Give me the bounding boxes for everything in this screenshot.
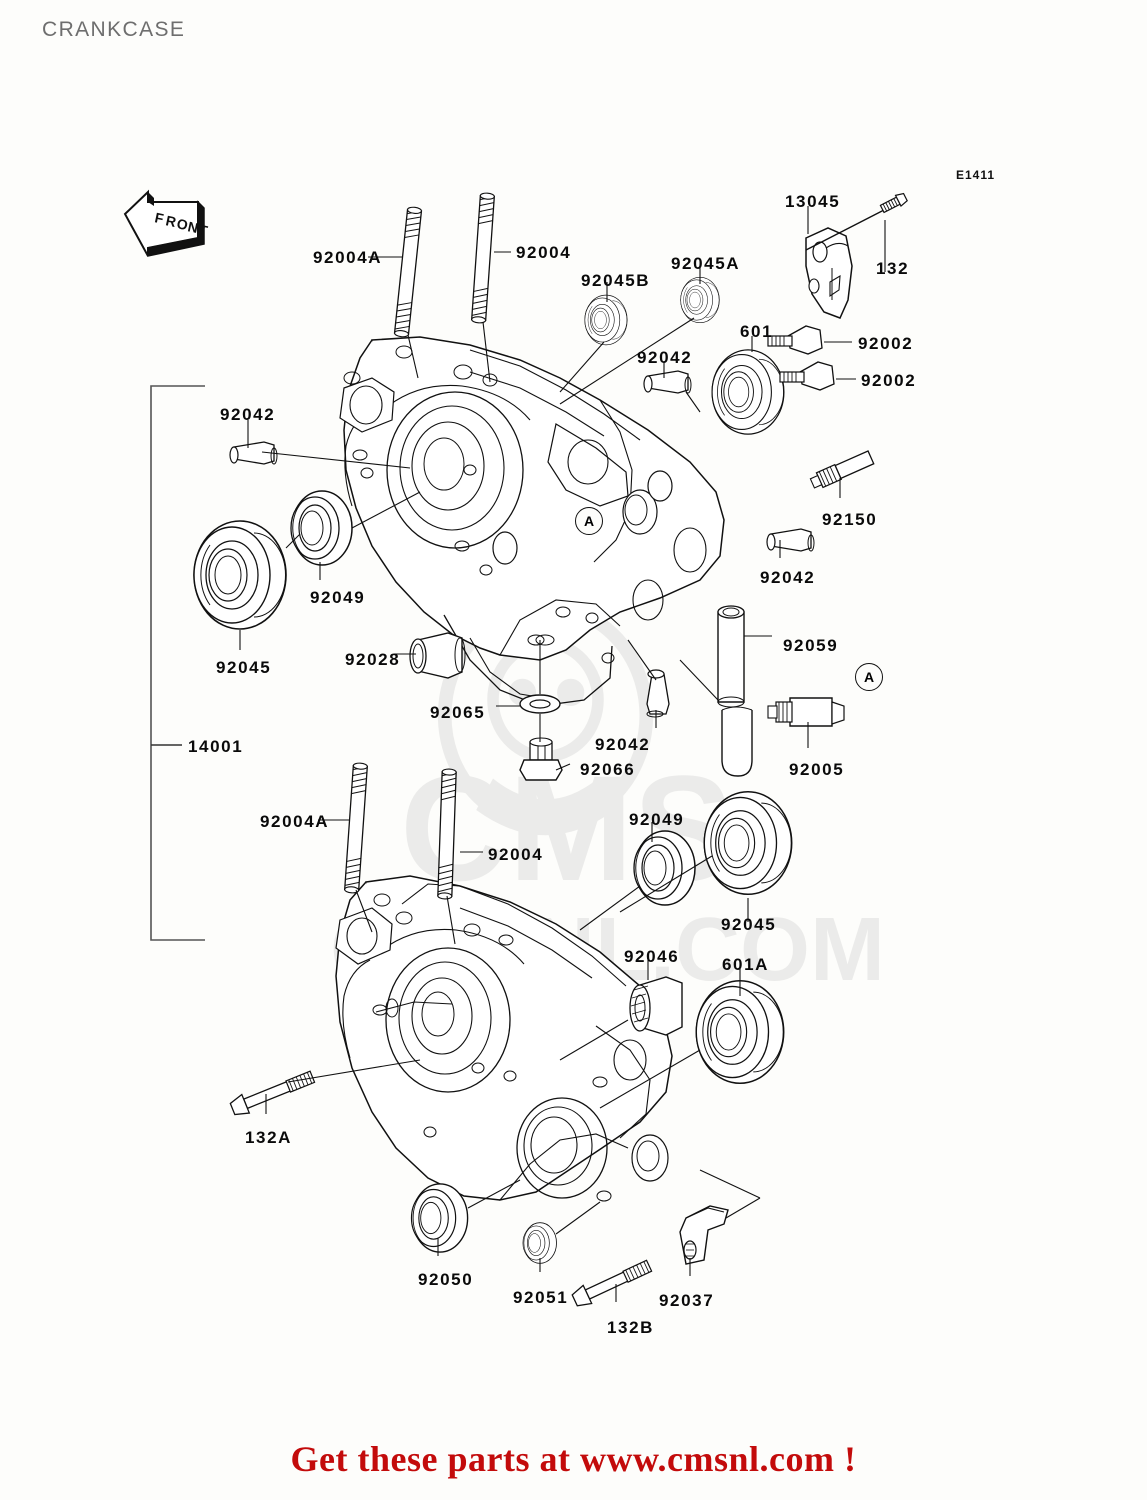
part-92002-a: [767, 325, 823, 355]
part-92004A-lower: [343, 762, 369, 894]
part-13045: [805, 227, 853, 319]
part-92004-lower: [437, 768, 457, 900]
part-601: [711, 349, 785, 435]
part-92150: [809, 450, 875, 489]
part-label-92002-b[interactable]: 92002: [861, 371, 917, 390]
section-marker-a-2: A: [855, 663, 883, 691]
upper-crankcase-half: [339, 336, 725, 713]
part-label-92002-a[interactable]: 92002: [858, 334, 914, 353]
part-label-92004A-upper[interactable]: 92004A: [313, 248, 383, 267]
part-92045B: [584, 294, 628, 346]
part-label-92045A[interactable]: 92045A: [671, 254, 741, 273]
part-92002-b: [779, 361, 835, 391]
part-label-92066[interactable]: 92066: [580, 760, 636, 779]
part-132: [805, 192, 908, 251]
section-marker-a-1: A: [575, 507, 603, 535]
part-92049-lower: [633, 830, 696, 906]
svg-text:T: T: [197, 221, 209, 239]
leader-lines: [239, 206, 886, 1302]
part-92066: [519, 737, 563, 781]
part-92037: [679, 1205, 729, 1265]
svg-text:O: O: [175, 215, 189, 233]
part-label-92037[interactable]: 92037: [659, 1291, 715, 1310]
part-label-92065[interactable]: 92065: [430, 703, 486, 722]
part-92042-top: [643, 370, 692, 394]
part-label-13045[interactable]: 13045: [785, 192, 841, 211]
part-label-92046[interactable]: 92046: [624, 947, 680, 966]
part-92004A-upper: [393, 205, 423, 339]
part-label-92004-lower[interactable]: 92004: [488, 845, 544, 864]
part-label-132[interactable]: 132: [876, 259, 910, 278]
part-132B: [571, 1259, 653, 1307]
part-label-92028[interactable]: 92028: [345, 650, 401, 669]
part-92049-upper: [290, 490, 353, 566]
part-label-92042-right[interactable]: 92042: [760, 568, 816, 587]
part-92045-lower: [703, 790, 793, 896]
svg-text:N: N: [186, 218, 199, 236]
part-label-92049-lower[interactable]: 92049: [629, 810, 685, 829]
part-132A: [229, 1070, 316, 1116]
part-92059: [717, 605, 753, 777]
assembly-bracket-14001: [150, 385, 205, 941]
part-label-92042-top[interactable]: 92042: [637, 348, 693, 367]
part-label-92049-upper[interactable]: 92049: [310, 588, 366, 607]
lower-crankcase-half: [335, 875, 673, 1202]
part-92046: [629, 976, 683, 1036]
part-601A: [695, 979, 785, 1085]
part-92004-upper: [470, 192, 496, 324]
part-92042-center: [646, 669, 670, 718]
part-label-92045-lower[interactable]: 92045: [721, 915, 777, 934]
part-92045-left: [193, 520, 287, 630]
part-92050: [410, 1183, 469, 1253]
part-92028: [409, 632, 466, 679]
part-label-92004-upper[interactable]: 92004: [516, 243, 572, 262]
part-label-92059[interactable]: 92059: [783, 636, 839, 655]
part-label-132B[interactable]: 132B: [607, 1318, 655, 1337]
part-label-601A[interactable]: 601A: [722, 955, 770, 974]
part-label-92045-left[interactable]: 92045: [216, 658, 272, 677]
svg-text:F: F: [153, 209, 165, 227]
part-92065: [519, 694, 561, 714]
part-label-14001[interactable]: 14001: [188, 737, 244, 756]
page-title: CRANKCASE: [42, 18, 186, 41]
front-arrow-icon: F R O N T: [120, 186, 212, 270]
part-label-92042-left[interactable]: 92042: [220, 405, 276, 424]
part-label-92042-center[interactable]: 92042: [595, 735, 651, 754]
part-92051: [522, 1222, 557, 1264]
svg-text:R: R: [164, 212, 177, 230]
part-label-92045B[interactable]: 92045B: [581, 271, 651, 290]
part-92042-right: [766, 528, 815, 552]
part-label-132A[interactable]: 132A: [245, 1128, 293, 1147]
part-label-92051[interactable]: 92051: [513, 1288, 569, 1307]
part-92005: [767, 697, 845, 727]
part-label-601[interactable]: 601: [740, 322, 774, 341]
part-label-92050[interactable]: 92050: [418, 1270, 474, 1289]
footer-promo-text: Get these parts at www.cmsnl.com !: [290, 1439, 857, 1479]
diagram-reference-code: E1411: [956, 168, 996, 182]
part-92045A: [680, 276, 720, 324]
part-label-92004A-lower[interactable]: 92004A: [260, 812, 330, 831]
part-label-92150[interactable]: 92150: [822, 510, 878, 529]
part-label-92005[interactable]: 92005: [789, 760, 845, 779]
